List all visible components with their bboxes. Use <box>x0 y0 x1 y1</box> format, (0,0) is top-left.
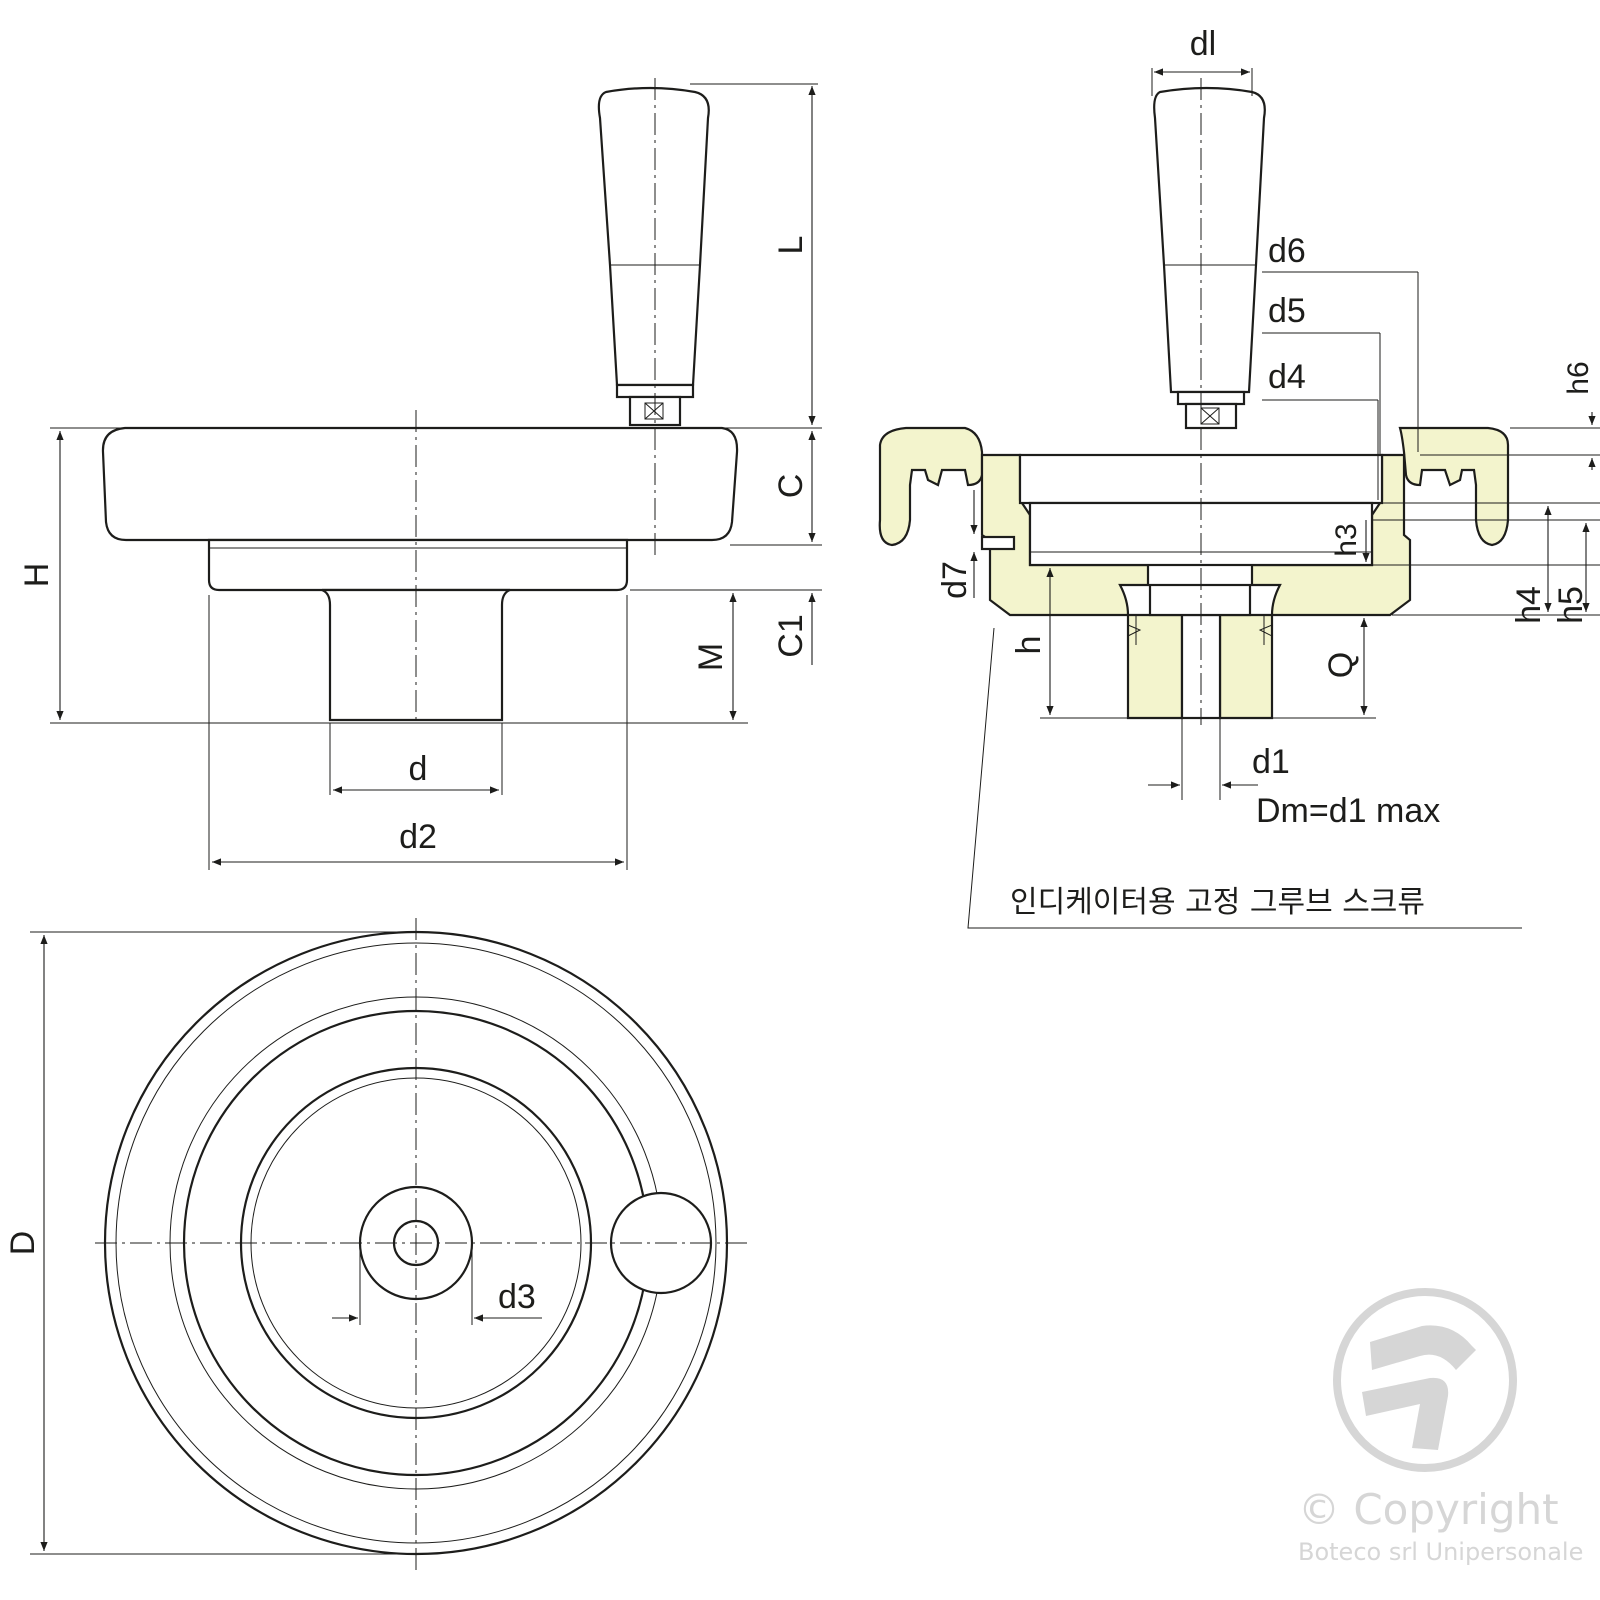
handle-grip <box>597 86 710 387</box>
section-rim-right <box>1398 426 1510 547</box>
indicator-screw <box>980 535 1016 551</box>
dim-label-d1: d1 <box>1252 743 1290 781</box>
screw-note: 인디케이터용 고정 그루브 스크류 <box>1010 885 1425 920</box>
dim-label-h: h <box>1010 636 1048 655</box>
watermark-copyright: © Copyright <box>1298 1485 1559 1534</box>
dim-label-C1: C1 <box>772 614 810 657</box>
dim-label-M: M <box>692 643 730 671</box>
dim-label-d3: d3 <box>498 1278 536 1316</box>
dim-label-h5: h5 <box>1552 586 1590 624</box>
dim-label-H: H <box>18 563 56 588</box>
top-view: D d3 <box>4 918 752 1575</box>
watermark-company: Boteco srl Unipersonale <box>1298 1538 1583 1566</box>
dim-label-d: d <box>409 750 428 788</box>
wheel-hub <box>207 538 629 592</box>
dim-label-d6: d6 <box>1268 232 1306 270</box>
wheel-rim <box>101 426 739 542</box>
dim-label-d5: d5 <box>1268 292 1306 330</box>
section-view: dl d6 d5 d4 h6 h3 h4 h5 d7 h Q d1 Dm=d1 … <box>878 25 1600 929</box>
dim-note-dm: Dm=d1 max <box>1256 792 1440 830</box>
dim-label-D: D <box>4 1231 42 1256</box>
dim-label-dl: dl <box>1190 25 1216 63</box>
dim-label-d2: d2 <box>399 818 437 856</box>
section-rim-left <box>878 426 984 547</box>
dim-label-Q: Q <box>1322 652 1360 678</box>
side-view: L C C1 H M d d2 <box>18 78 822 870</box>
section-handle-grip <box>1153 86 1266 394</box>
copyright-watermark: © Copyright Boteco srl Unipersonale <box>1298 1288 1583 1566</box>
dim-label-h4: h4 <box>1510 586 1548 624</box>
dim-label-d7: d7 <box>936 561 974 599</box>
dim-label-h3: h3 <box>1330 523 1363 556</box>
dim-label-C: C <box>772 474 810 499</box>
dim-label-d4: d4 <box>1268 358 1306 396</box>
boteco-logo <box>1333 1288 1517 1472</box>
dim-label-h6: h6 <box>1562 361 1595 394</box>
dim-label-L: L <box>772 236 810 255</box>
